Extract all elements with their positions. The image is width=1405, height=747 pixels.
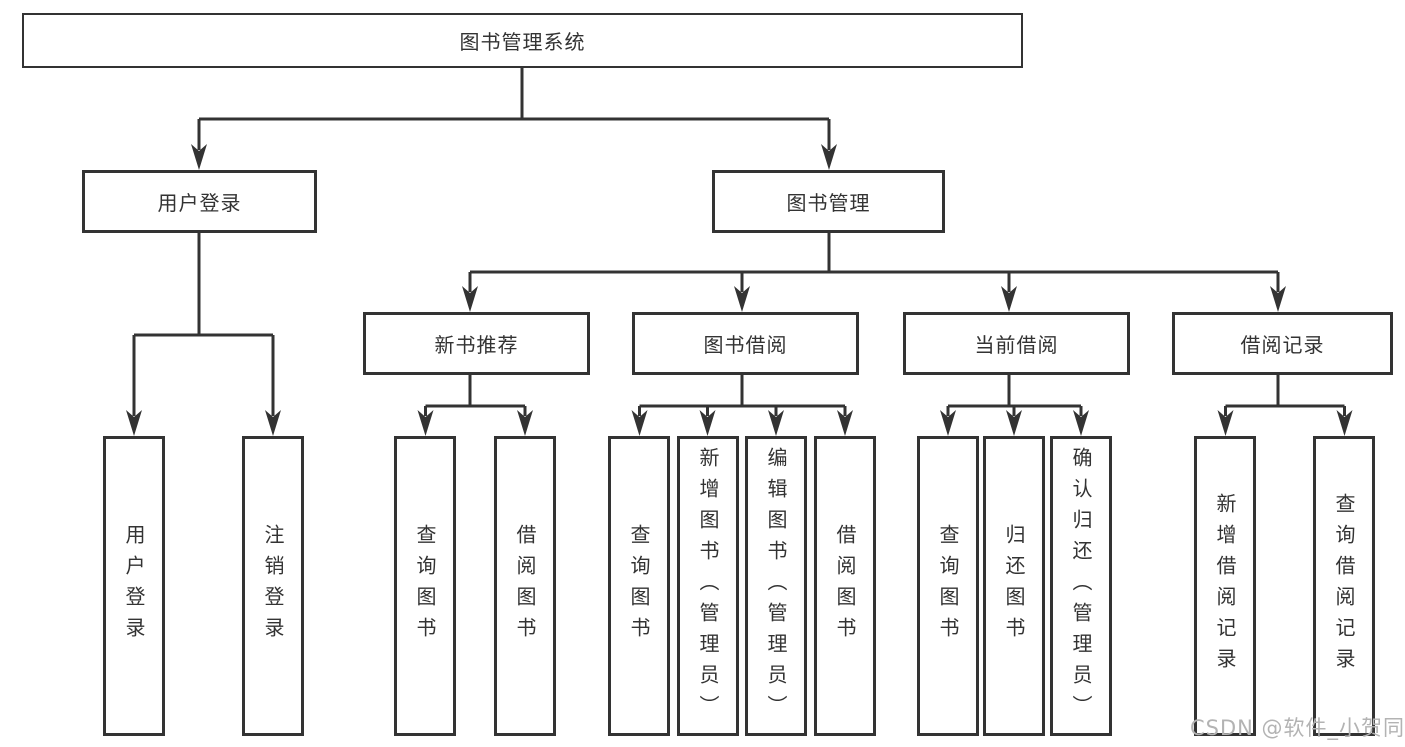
- node-borrow-records-label: 借阅记录: [1240, 333, 1325, 357]
- connector-book-borrow-group: [638, 375, 847, 416]
- node-book-borrow-label: 图书借阅: [703, 333, 788, 357]
- node-borrow-records: 借阅记录: [1172, 312, 1393, 375]
- arrowhead: [940, 410, 956, 436]
- arrowhead: [734, 286, 750, 312]
- arrowhead: [191, 144, 207, 170]
- leaf-cb-query-book: 查询图书: [917, 436, 979, 736]
- node-book-management-label: 图书管理: [786, 191, 871, 215]
- arrowhead: [126, 410, 142, 436]
- arrowhead: [1336, 410, 1353, 436]
- node-book-management: 图书管理: [712, 170, 945, 233]
- leaf-bb-add-book-admin: 新增图书（管理员）: [677, 436, 739, 736]
- leaf-bb-borrow-book-label: 借阅图书: [833, 524, 857, 648]
- arrowhead: [1006, 410, 1022, 436]
- arrowhead: [1217, 410, 1234, 436]
- connector-book-management-group: [468, 233, 1280, 292]
- leaf-nb-query-book: 查询图书: [394, 436, 456, 736]
- leaf-cb-confirm-return-admin: 确认归还（管理员）: [1050, 436, 1112, 736]
- leaf-nb-query-book-label: 查询图书: [413, 524, 437, 648]
- leaf-cb-return-book-label: 归还图书: [1002, 524, 1026, 648]
- leaf-user-login: 用户登录: [103, 436, 165, 736]
- arrowhead: [1270, 286, 1286, 312]
- arrowhead: [837, 410, 853, 436]
- leaf-nb-borrow-book-label: 借阅图书: [513, 524, 537, 648]
- watermark-text: CSDN @软件_小贺同学: [1190, 716, 1405, 740]
- node-new-book-recommend-label: 新书推荐: [434, 333, 519, 357]
- arrowhead: [1073, 410, 1089, 436]
- leaf-br-add-record: 新增借阅记录: [1194, 436, 1256, 736]
- connector-current-borrow-group: [946, 375, 1083, 416]
- arrowhead: [768, 410, 784, 436]
- leaf-logout-label: 注销登录: [261, 524, 285, 648]
- leaf-br-query-record: 查询借阅记录: [1313, 436, 1375, 736]
- arrowhead: [417, 410, 434, 436]
- leaf-br-query-record-label: 查询借阅记录: [1332, 493, 1356, 679]
- leaf-bb-edit-book-admin: 编辑图书（管理员）: [745, 436, 807, 736]
- node-root: 图书管理系统: [22, 13, 1023, 68]
- leaf-bb-add-book-admin-label: 新增图书（管理员）: [696, 446, 720, 726]
- leaf-nb-borrow-book: 借阅图书: [494, 436, 556, 736]
- leaf-bb-query-book-label: 查询图书: [627, 524, 651, 648]
- connector-user-login-group: [132, 233, 275, 416]
- connector-new-book-group: [424, 375, 527, 416]
- leaf-br-add-record-label: 新增借阅记录: [1213, 493, 1237, 679]
- node-new-book-recommend: 新书推荐: [363, 312, 590, 375]
- arrowhead: [265, 410, 281, 436]
- connector-borrow-records-group: [1224, 375, 1346, 416]
- arrowhead: [699, 410, 716, 436]
- arrowhead: [1001, 286, 1017, 312]
- arrowhead: [821, 144, 837, 170]
- leaf-cb-query-book-label: 查询图书: [936, 524, 960, 648]
- arrowhead: [462, 286, 478, 312]
- arrowhead: [631, 410, 648, 436]
- leaf-user-login-label: 用户登录: [122, 524, 146, 648]
- leaf-bb-query-book: 查询图书: [608, 436, 670, 736]
- connector-root-to-level2: [197, 68, 831, 150]
- arrowheads: [126, 144, 1353, 436]
- leaf-cb-confirm-return-admin-label: 确认归还（管理员）: [1069, 446, 1093, 726]
- node-current-borrow: 当前借阅: [903, 312, 1130, 375]
- node-user-login: 用户登录: [82, 170, 317, 233]
- arrowhead: [517, 410, 533, 436]
- leaf-cb-return-book: 归还图书: [983, 436, 1045, 736]
- node-current-borrow-label: 当前借阅: [974, 333, 1059, 357]
- leaf-logout: 注销登录: [242, 436, 304, 736]
- node-book-borrow: 图书借阅: [632, 312, 859, 375]
- node-root-label: 图书管理系统: [459, 30, 586, 54]
- leaf-bb-borrow-book: 借阅图书: [814, 436, 876, 736]
- leaf-bb-edit-book-admin-label: 编辑图书（管理员）: [764, 446, 788, 726]
- node-user-login-label: 用户登录: [157, 191, 242, 215]
